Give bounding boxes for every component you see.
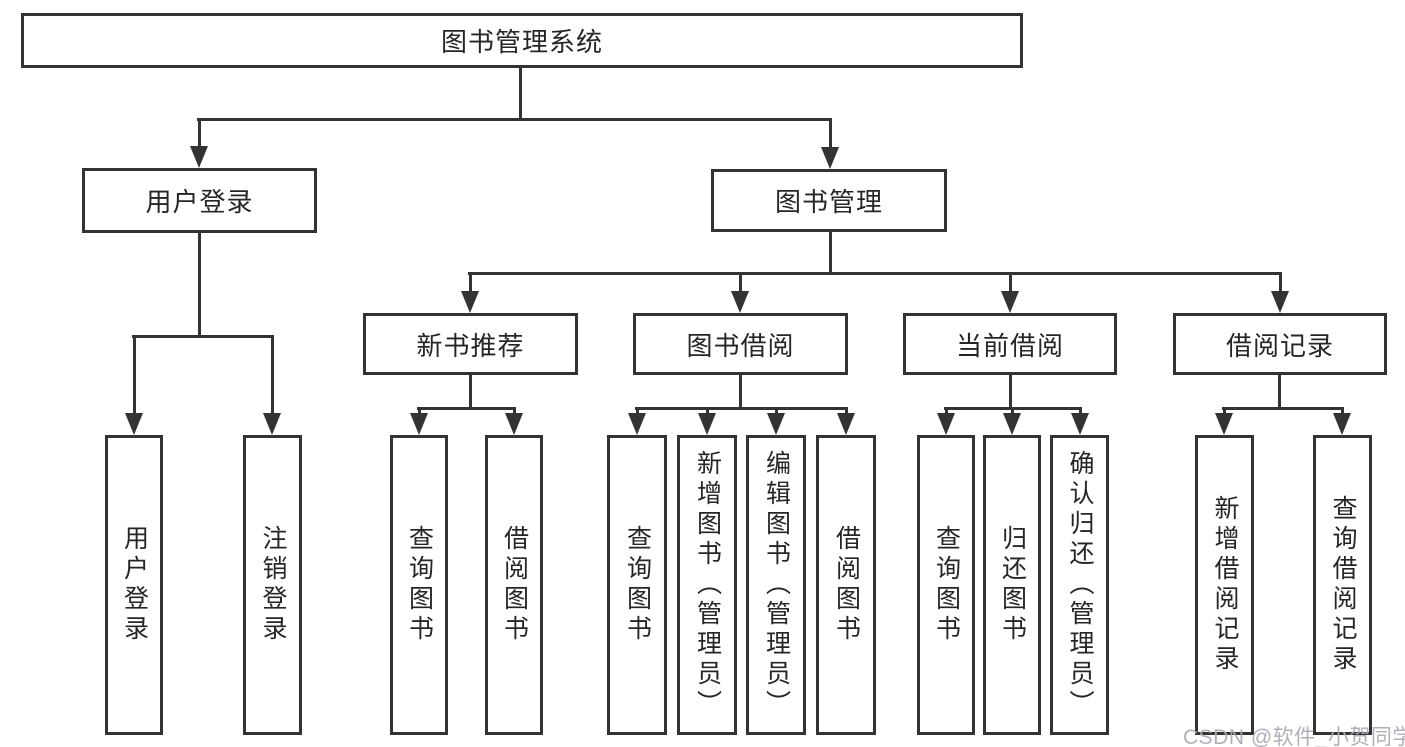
leaf-borrow-books-borrowing-label: 借阅图书	[832, 525, 861, 645]
leaf-add-book-admin: 新增图书（管理员）	[677, 435, 737, 735]
connector-line	[1223, 407, 1226, 415]
connector-line	[417, 407, 516, 410]
connector-line	[468, 272, 1282, 275]
connector-line	[775, 407, 778, 415]
connector-line	[845, 407, 848, 415]
connector-line	[132, 335, 274, 338]
node-user-login-label: 用户登录	[145, 187, 254, 217]
leaf-borrow-books-borrowing: 借阅图书	[816, 435, 876, 735]
connector-line	[469, 272, 472, 293]
connector-line	[198, 118, 201, 148]
node-root: 图书管理系统	[21, 13, 1023, 68]
connector-line	[1279, 272, 1282, 293]
node-book-management: 图书管理	[711, 169, 947, 232]
arrow-down-icon	[461, 291, 479, 313]
leaf-edit-book-admin: 编辑图书（管理员）	[746, 435, 806, 735]
node-borrowing-records-label: 借阅记录	[1225, 330, 1334, 361]
leaf-user-login: 用户登录	[105, 435, 163, 735]
leaf-borrow-books-recommend-label: 借阅图书	[500, 525, 529, 645]
node-borrowing-records: 借阅记录	[1173, 313, 1387, 375]
connector-line	[829, 118, 832, 148]
leaf-query-books-recommend-label: 查询图书	[405, 525, 434, 645]
arrow-down-icon	[1333, 413, 1351, 435]
leaf-user-login-label: 用户登录	[120, 525, 149, 645]
connector-line	[1341, 407, 1344, 415]
arrow-down-icon	[125, 413, 143, 435]
connector-line	[133, 335, 136, 415]
leaf-add-borrow-record: 新增借阅记录	[1195, 435, 1254, 735]
connector-line	[739, 373, 742, 410]
node-book-borrowing-label: 图书借阅	[686, 330, 795, 361]
leaf-query-books-current-label: 查询图书	[932, 525, 961, 645]
connector-line	[635, 407, 848, 410]
leaf-return-book: 归还图书	[983, 435, 1041, 735]
watermark-text: CSDN @软件_小贺同学	[1183, 726, 1405, 747]
leaf-add-borrow-record-label: 新增借阅记录	[1211, 495, 1239, 675]
arrow-down-icon	[837, 413, 855, 435]
arrow-down-icon	[263, 413, 281, 435]
node-book-borrowing: 图书借阅	[633, 313, 848, 375]
arrow-down-icon	[937, 413, 955, 435]
connector-line	[1278, 373, 1281, 410]
leaf-edit-book-admin-label: 编辑图书（管理员）	[762, 450, 791, 720]
arrow-down-icon	[1071, 413, 1089, 435]
arrow-down-icon	[505, 413, 523, 435]
arrow-down-icon	[731, 291, 749, 313]
node-current-borrowing: 当前借阅	[903, 313, 1117, 375]
node-book-management-label: 图书管理	[774, 187, 883, 217]
leaf-confirm-return-admin: 确认归还（管理员）	[1050, 435, 1109, 735]
leaf-query-borrow-record: 查询借阅记录	[1313, 435, 1372, 735]
connector-line	[197, 118, 832, 121]
connector-line	[1011, 407, 1014, 415]
connector-line	[1222, 407, 1344, 410]
connector-line	[706, 407, 709, 415]
leaf-query-books-current: 查询图书	[917, 435, 975, 735]
connector-line	[469, 373, 472, 410]
leaf-return-book-label: 归还图书	[998, 525, 1027, 645]
connector-line	[1009, 272, 1012, 293]
arrow-down-icon	[767, 413, 785, 435]
connector-line	[829, 230, 832, 275]
leaf-logout: 注销登录	[243, 435, 302, 735]
connector-line	[1079, 407, 1082, 415]
connector-line	[1009, 373, 1012, 410]
arrow-down-icon	[698, 413, 716, 435]
arrow-down-icon	[1001, 291, 1019, 313]
node-new-book-recommend-label: 新书推荐	[416, 330, 525, 361]
node-user-login: 用户登录	[82, 168, 317, 233]
leaf-add-book-admin-label: 新增图书（管理员）	[693, 450, 722, 720]
leaf-confirm-return-admin-label: 确认归还（管理员）	[1066, 450, 1094, 720]
leaf-query-books-borrowing-label: 查询图书	[623, 525, 652, 645]
arrow-down-icon	[1003, 413, 1021, 435]
connector-line	[519, 66, 522, 118]
leaf-query-books-borrowing: 查询图书	[607, 435, 667, 735]
arrow-down-icon	[1215, 413, 1233, 435]
connector-line	[945, 407, 948, 415]
connector-line	[198, 231, 201, 338]
node-new-book-recommend: 新书推荐	[363, 313, 578, 375]
arrow-down-icon	[410, 413, 428, 435]
leaf-borrow-books-recommend: 借阅图书	[485, 435, 543, 735]
arrow-down-icon	[628, 413, 646, 435]
node-root-label: 图书管理系统	[440, 27, 603, 57]
arrow-down-icon	[1271, 291, 1289, 313]
watermark: CSDN @软件_小贺同学	[1183, 721, 1405, 747]
arrow-down-icon	[821, 147, 839, 169]
node-current-borrowing-label: 当前借阅	[955, 330, 1064, 361]
leaf-query-borrow-record-label: 查询借阅记录	[1329, 495, 1357, 675]
connector-line	[739, 272, 742, 293]
connector-line	[418, 407, 421, 415]
connector-line	[513, 407, 516, 415]
connector-line	[271, 335, 274, 415]
leaf-logout-label: 注销登录	[259, 525, 287, 645]
arrow-down-icon	[190, 146, 208, 168]
connector-line	[636, 407, 639, 415]
leaf-query-books-recommend: 查询图书	[390, 435, 448, 735]
